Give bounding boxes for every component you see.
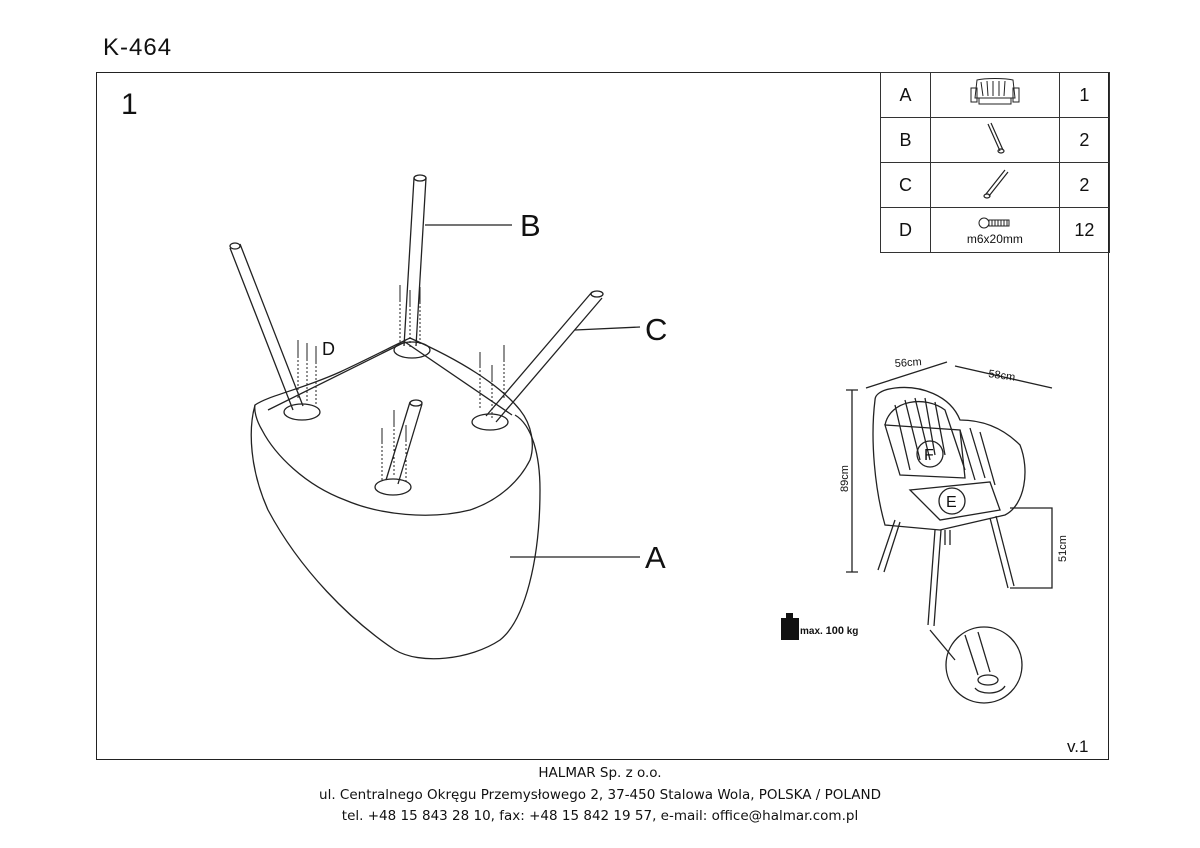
parts-row: D m6x20mm 12 [880,207,1111,253]
instruction-frame [96,72,1109,760]
screws-drawing [297,285,505,484]
dimension-depth: 58cm [988,368,1016,384]
callout-d: D [322,339,335,359]
part-spec: m6x20mm [966,231,1023,246]
footer-contact: tel. +48 15 843 28 10, fax: +48 15 842 1… [341,808,859,824]
max-load-prefix: max. [800,626,823,637]
parts-table: A 1 B 2 C 2 D [880,72,1111,253]
callout-b: B [520,208,541,243]
weight-icon [781,613,799,640]
feature-label-f: F [924,447,934,464]
part-qty: 2 [1058,117,1111,163]
dimension-height: 89cm [839,465,851,492]
part-image [929,162,1060,208]
part-letter: A [880,72,931,118]
version-label: v.1 [1067,737,1089,756]
footer-company: HALMAR Sp. z o.o. [538,765,662,781]
step-number: 1 [121,88,138,121]
part-qty: 2 [1058,162,1111,208]
chair-legs-drawing [229,174,604,496]
feature-label-e: E [946,494,957,511]
long-leg-icon [987,122,1005,154]
part-letter: B [880,117,931,163]
part-letter: C [880,162,931,208]
part-image [929,117,1060,163]
max-load: max. 100 kg [800,625,858,637]
max-load-unit: kg [846,626,859,637]
part-qty: 12 [1058,207,1111,253]
callout-c: C [645,312,667,347]
max-load-value: 100 [825,625,844,637]
part-image: m6x20mm [929,207,1060,253]
screw-icon [978,217,1010,228]
short-leg-icon [983,169,1009,199]
dimension-seat-height: 51cm [1057,535,1069,562]
model-title: K-464 [103,34,173,61]
callout-a: A [645,540,666,575]
leader-lines [425,224,641,558]
footer-address: ul. Centralnego Okręgu Przemysłowego 2, … [319,787,881,803]
part-qty: 1 [1058,72,1111,118]
part-image [929,72,1060,118]
parts-row: B 2 [880,117,1111,163]
dimension-width: 56cm [894,356,922,370]
parts-row: A 1 [880,72,1111,118]
part-letter: D [880,207,931,253]
parts-row: C 2 [880,162,1111,208]
chair-dimensions-drawing [846,361,1053,704]
armchair-icon [970,77,1020,104]
